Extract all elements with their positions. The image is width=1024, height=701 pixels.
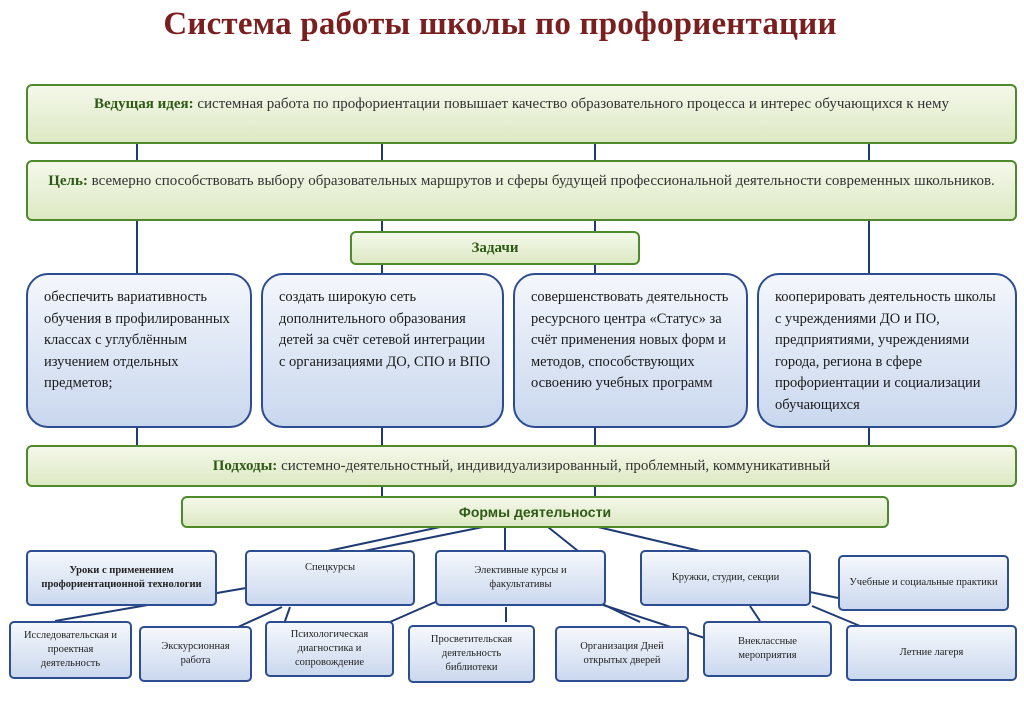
- form-text: Уроки с применением профориентационной т…: [41, 565, 202, 590]
- form-text: Кружки, студии, секции: [671, 572, 780, 583]
- form-text: Организация Дней открытых дверей: [580, 641, 664, 666]
- connector-line: [811, 605, 861, 627]
- form-box: Психологическая диагностика и сопровожде…: [265, 621, 394, 677]
- form-box: Спецкурсы: [245, 550, 415, 606]
- approaches-bar: Подходы: системно-деятельностный, индиви…: [26, 445, 1017, 487]
- goal-text: всемерно способствовать выбору образоват…: [91, 173, 995, 189]
- form-text: Спецкурсы: [304, 562, 356, 573]
- form-box: Кружки, студии, секции: [640, 550, 811, 606]
- task-text: совершенствовать деятельность ресурсного…: [531, 289, 729, 391]
- lead-idea-text: системная работа по профориентации повыш…: [197, 96, 949, 112]
- connector-line: [547, 526, 579, 552]
- form-text: Внеклассные мероприятия: [738, 636, 797, 661]
- form-box: Уроки с применением профориентационной т…: [26, 550, 217, 606]
- form-text: Учебные и социальные практики: [849, 577, 998, 588]
- task-card: совершенствовать деятельность ресурсного…: [513, 273, 748, 428]
- goal-bar: Цель: всемерно способствовать выбору обр…: [26, 160, 1017, 221]
- connector-line: [749, 605, 761, 622]
- tasks-label: Задачи: [471, 240, 519, 256]
- form-text: Психологическая диагностика и сопровожде…: [290, 629, 369, 668]
- form-box: Летние лагеря: [846, 625, 1017, 681]
- form-box: Просветительская деятельность библиотеки: [408, 625, 535, 683]
- connector-line: [237, 606, 283, 628]
- task-text: кооперировать деятельность школы с учреж…: [775, 289, 996, 413]
- form-box: Организация Дней открытых дверей: [555, 626, 689, 682]
- form-text: Летние лагеря: [899, 647, 964, 658]
- lead-idea-label: Ведущая идея:: [94, 96, 194, 112]
- task-text: создать широкую сеть дополнительного обр…: [279, 289, 491, 370]
- form-box: Внеклассные мероприятия: [703, 621, 832, 677]
- task-text: обеспечить вариативность обучения в проф…: [44, 289, 230, 391]
- page-title: Система работы школы по профориентации: [163, 6, 837, 42]
- task-card: кооперировать деятельность школы с учреж…: [757, 273, 1017, 428]
- connector-line: [597, 526, 701, 552]
- form-box: Экскурсионная работа: [139, 626, 252, 682]
- form-text: Элективные курсы и факультативы: [474, 565, 567, 590]
- tasks-header: Задачи: [350, 231, 640, 265]
- connector-line: [389, 599, 441, 623]
- form-box: Исследовательская и проектная деятельнос…: [9, 621, 132, 679]
- form-box: Элективные курсы и факультативы: [435, 550, 606, 606]
- task-card: создать широкую сеть дополнительного обр…: [261, 273, 504, 428]
- connector-line: [809, 591, 839, 599]
- forms-label: Формы деятельности: [458, 504, 612, 520]
- connector-line: [363, 526, 484, 552]
- form-text: Исследовательская и проектная деятельнос…: [23, 630, 118, 669]
- connector-line: [599, 603, 715, 642]
- form-text: Экскурсионная работа: [161, 641, 230, 666]
- connector-line: [327, 526, 441, 552]
- forms-header: Формы деятельности: [181, 496, 889, 528]
- approaches-text: системно-деятельностный, индивидуализиро…: [281, 458, 831, 474]
- form-text: Просветительская деятельность библиотеки: [430, 634, 513, 673]
- approaches-label: Подходы:: [212, 458, 278, 474]
- task-card: обеспечить вариативность обучения в проф…: [26, 273, 252, 428]
- goal-label: Цель:: [48, 173, 88, 189]
- lead-idea-bar: Ведущая идея: системная работа по профор…: [26, 84, 1017, 144]
- form-box: Учебные и социальные практики: [838, 555, 1009, 611]
